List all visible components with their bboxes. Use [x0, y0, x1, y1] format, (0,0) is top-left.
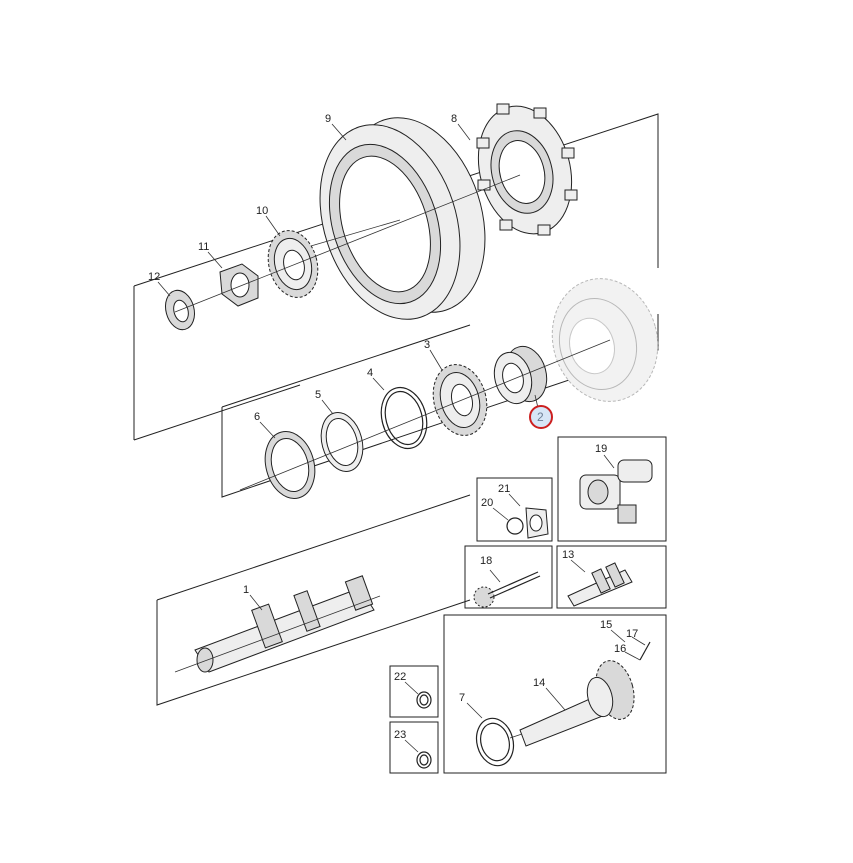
label-13: 13 — [562, 549, 574, 561]
label-7: 7 — [459, 692, 465, 704]
box-23 — [389, 721, 439, 774]
box-22 — [389, 665, 439, 718]
label-15: 15 — [600, 619, 612, 631]
label-23: 23 — [394, 729, 406, 741]
label-17: 17 — [626, 628, 638, 640]
panel-middle — [221, 314, 659, 498]
label-2: 2 — [537, 410, 544, 424]
ring-gear-9 — [279, 117, 486, 320]
label-16: 16 — [614, 643, 626, 655]
leader-lines — [157, 123, 646, 753]
label-20: 20 — [481, 497, 493, 509]
panel-shaft — [156, 494, 471, 706]
main-shaft-1 — [174, 575, 381, 673]
label-5: 5 — [315, 389, 321, 401]
box-14-17 — [443, 614, 667, 774]
box-20-21 — [476, 477, 553, 542]
label-12: 12 — [148, 271, 160, 283]
label-18: 18 — [480, 555, 492, 567]
panel-top — [133, 113, 659, 441]
label-19: 19 — [595, 443, 607, 455]
label-21: 21 — [498, 483, 510, 495]
label-11: 11 — [198, 241, 209, 253]
label-9: 9 — [325, 113, 331, 125]
gear-3 — [432, 364, 488, 436]
label-10: 10 — [256, 205, 268, 217]
label-1: 1 — [243, 584, 249, 596]
gear-10 — [267, 230, 319, 298]
label-14: 14 — [533, 677, 545, 689]
label-4: 4 — [367, 367, 373, 379]
box-13 — [556, 545, 667, 609]
box-18 — [464, 545, 553, 609]
label-22: 22 — [394, 671, 406, 683]
highlight-callout-2[interactable]: 2 — [529, 405, 553, 429]
faded-gear — [551, 278, 659, 402]
cone-ring-6 — [264, 431, 316, 499]
label-8: 8 — [451, 113, 457, 125]
snap-ring-4 — [380, 386, 428, 450]
box-19 — [557, 436, 667, 542]
clutch-plate-8 — [476, 103, 578, 236]
label-3: 3 — [424, 339, 430, 351]
hex-nut-11 — [219, 263, 259, 307]
label-6: 6 — [254, 411, 260, 423]
synchro-ring-5 — [320, 412, 364, 472]
roller-bearing-2 — [493, 345, 548, 405]
